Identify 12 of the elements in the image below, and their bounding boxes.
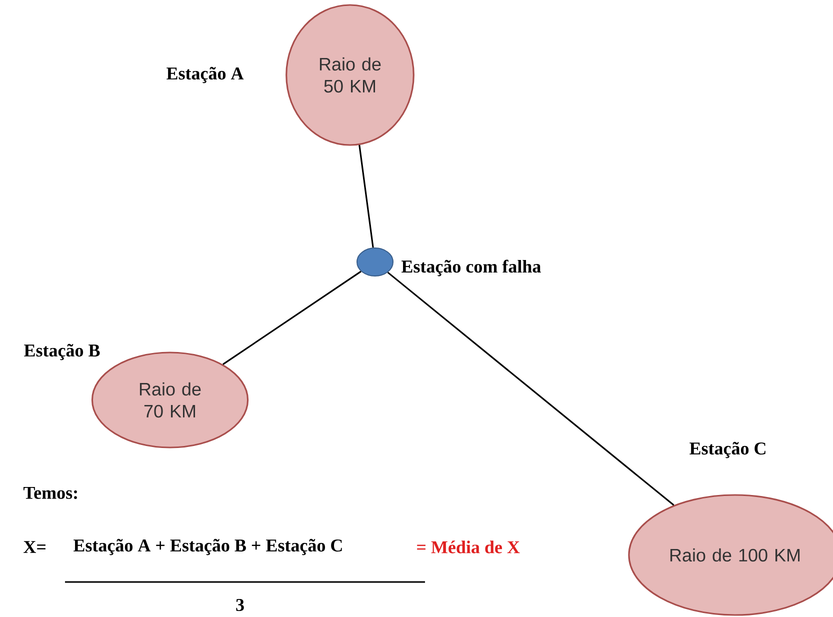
formula-text: = Média de X	[417, 540, 520, 554]
formula-text: Estação A + Estação B + Estação C	[74, 538, 342, 556]
station-label: Estação com falha	[402, 260, 541, 276]
fault-point	[356, 248, 394, 276]
connector-line	[222, 270, 362, 365]
station-label: Estação C	[690, 442, 766, 458]
station-label: Estação A	[166, 66, 244, 84]
formula-text: X=	[24, 541, 46, 553]
connector-line	[387, 272, 674, 506]
note-text: Temos:	[24, 486, 77, 499]
connector-line	[358, 144, 374, 248]
denominator: 3	[236, 598, 244, 612]
